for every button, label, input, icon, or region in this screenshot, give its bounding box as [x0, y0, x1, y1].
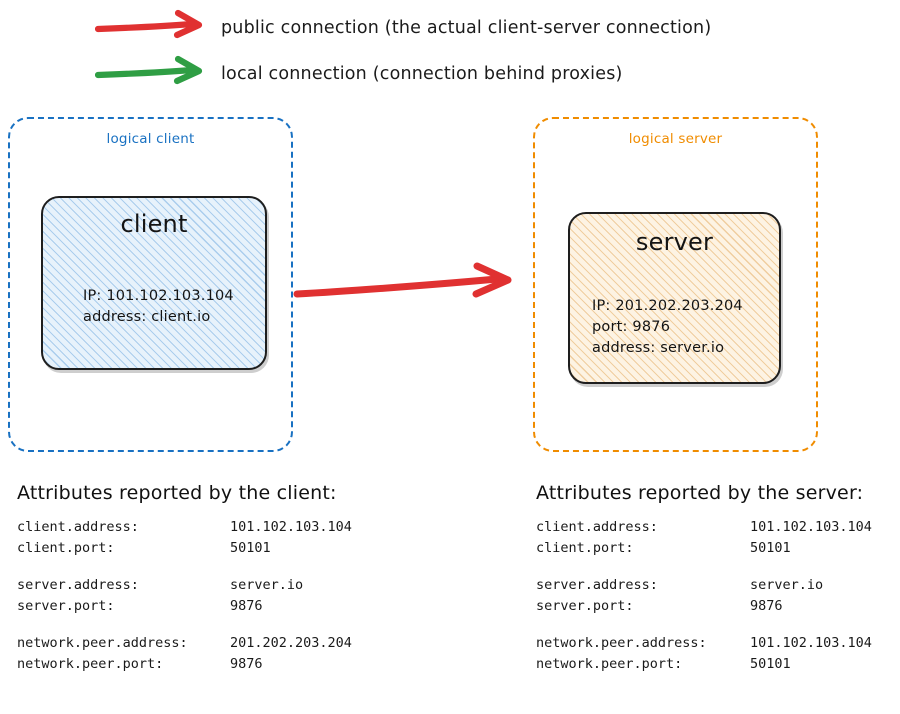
attribute-value: 9876: [750, 598, 783, 614]
client-node[interactable]: client IP: 101.102.103.104 address: clie…: [41, 196, 267, 370]
attribute-key: network.peer.port:: [536, 656, 683, 672]
attribute-value: 9876: [230, 598, 263, 614]
logical-server-group: logical server: [533, 117, 818, 452]
attribute-group: client.address: 101.102.103.104 client.p…: [536, 517, 900, 559]
attribute-row: server.address: server.io: [17, 575, 437, 596]
attribute-key: client.address:: [17, 519, 139, 535]
attribute-row: network.peer.address: 201.202.203.204: [17, 633, 437, 654]
logical-client-group: logical client: [8, 117, 293, 452]
attribute-key: server.address:: [17, 577, 139, 593]
attribute-value: 101.102.103.104: [750, 635, 872, 651]
server-node-detail-ip: IP: 201.202.203.204: [592, 298, 743, 314]
server-node-details: IP: 201.202.203.204 port: 9876 address: …: [570, 296, 779, 359]
attribute-row: client.port: 50101: [17, 538, 437, 559]
attribute-value: server.io: [230, 577, 304, 593]
attribute-group: server.address: server.io server.port: 9…: [17, 575, 437, 617]
client-attributes-heading: Attributes reported by the client:: [17, 482, 337, 504]
legend-label-local-connection: local connection (connection behind prox…: [221, 64, 623, 84]
attribute-key: server.port:: [17, 598, 115, 614]
legend-item-local-connection: local connection (connection behind prox…: [0, 54, 900, 94]
attribute-group: server.address: server.io server.port: 9…: [536, 575, 900, 617]
attribute-row: client.address: 101.102.103.104: [536, 517, 900, 538]
attribute-row: server.port: 9876: [536, 596, 900, 617]
client-attributes-panel: Attributes reported by the client: clien…: [17, 482, 437, 691]
attribute-group: network.peer.address: 201.202.203.204 ne…: [17, 633, 437, 675]
server-attributes-heading: Attributes reported by the server:: [536, 482, 864, 504]
attribute-key: network.peer.port:: [17, 656, 164, 672]
attribute-value: 101.102.103.104: [230, 519, 352, 535]
server-node-detail-port: port: 9876: [592, 319, 671, 335]
attribute-row: network.peer.port: 50101: [536, 654, 900, 675]
attribute-group: network.peer.address: 101.102.103.104 ne…: [536, 633, 900, 675]
server-node-detail-address: address: server.io: [592, 340, 725, 356]
attribute-row: network.peer.port: 9876: [17, 654, 437, 675]
attribute-group: client.address: 101.102.103.104 client.p…: [17, 517, 437, 559]
attribute-key: client.port:: [17, 540, 115, 556]
attribute-value: server.io: [750, 577, 824, 593]
public-connection-arrow-icon: [293, 262, 512, 298]
attribute-key: network.peer.address:: [17, 635, 188, 651]
attribute-key: network.peer.address:: [536, 635, 707, 651]
server-node[interactable]: server IP: 201.202.203.204 port: 9876 ad…: [568, 212, 781, 384]
attribute-key: client.port:: [536, 540, 634, 556]
attribute-row: network.peer.address: 101.102.103.104: [536, 633, 900, 654]
client-node-title: client: [120, 210, 188, 238]
attribute-row: server.address: server.io: [536, 575, 900, 596]
attribute-value: 50101: [750, 540, 791, 556]
attribute-value: 50101: [230, 540, 271, 556]
attribute-value: 50101: [750, 656, 791, 672]
attribute-key: server.port:: [536, 598, 634, 614]
server-node-title: server: [635, 228, 714, 256]
legend-label-public-connection: public connection (the actual client-ser…: [221, 18, 712, 38]
attribute-key: client.address:: [536, 519, 658, 535]
attribute-value: 101.102.103.104: [750, 519, 872, 535]
attribute-value: 9876: [230, 656, 263, 672]
attribute-row: client.port: 50101: [536, 538, 900, 559]
logical-server-label: logical server: [628, 131, 723, 147]
legend-item-public-connection: public connection (the actual client-ser…: [0, 8, 900, 48]
red-arrow-icon: [95, 9, 203, 39]
attribute-key: server.address:: [536, 577, 658, 593]
green-arrow-icon: [95, 55, 203, 85]
legend: public connection (the actual client-ser…: [0, 0, 900, 100]
logical-client-label: logical client: [106, 131, 195, 147]
attribute-row: server.port: 9876: [17, 596, 437, 617]
client-node-details: IP: 101.102.103.104 address: client.io: [43, 286, 265, 328]
client-node-detail-ip: IP: 101.102.103.104: [83, 288, 234, 304]
attribute-value: 201.202.203.204: [230, 635, 352, 651]
client-node-detail-address: address: client.io: [83, 309, 211, 325]
server-attributes-panel: Attributes reported by the server: clien…: [536, 482, 900, 691]
attribute-row: client.address: 101.102.103.104: [17, 517, 437, 538]
